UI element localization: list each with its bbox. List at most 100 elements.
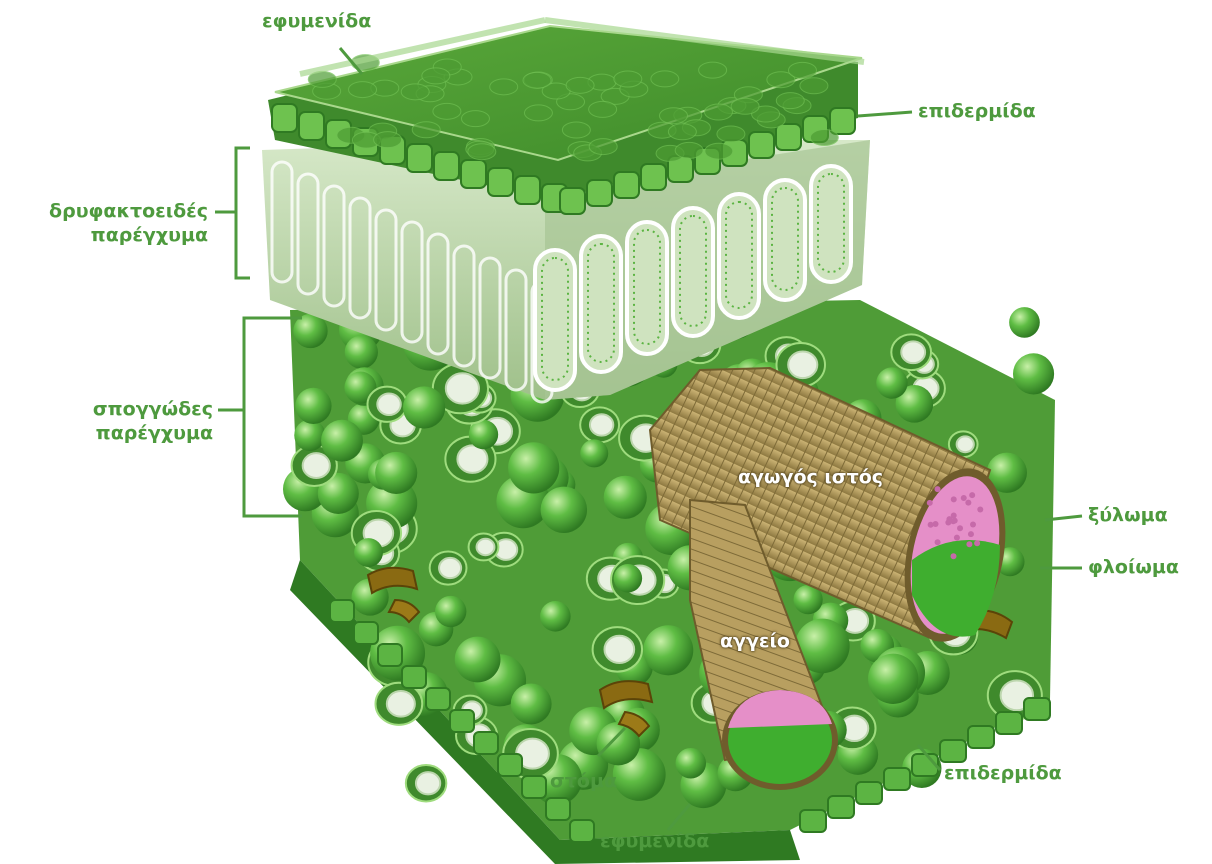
label-spongy: σπογγώδες παρέγχυμα [8, 398, 213, 446]
cuticle-bump [675, 142, 703, 158]
cuticle-bump [468, 144, 496, 160]
xylem-cell [927, 500, 933, 506]
epidermis-cell [330, 600, 354, 622]
epidermis-cell [856, 782, 882, 804]
spongy-cell [1009, 307, 1040, 338]
spongy-cell [508, 442, 559, 493]
epidermis-cell [515, 176, 540, 204]
spongy-cell [676, 748, 707, 779]
xylem-cell [928, 522, 934, 528]
spongy-cell-interior [901, 341, 925, 363]
palisade-cell [811, 166, 851, 282]
label-cuticle-top: εφυμενίδα [262, 10, 371, 34]
spongy-cell [541, 487, 587, 533]
epidermis-cell [828, 796, 854, 818]
cuticle-bump [614, 71, 642, 87]
cuticle-bump [705, 143, 733, 159]
epidermis-cell [434, 152, 459, 180]
label-cuticle-bottom: εφυμενίδα [600, 830, 709, 854]
cuticle-bump [412, 122, 440, 138]
epidermis-cell [450, 710, 474, 732]
xylem-cell [966, 541, 972, 547]
label-spongy-line1: σπογγώδες [8, 398, 213, 422]
epidermis-cell [402, 666, 426, 688]
spongy-cell [435, 596, 466, 627]
spongy-cell-interior [446, 373, 479, 403]
spongy-cell [455, 637, 501, 683]
cuticle-bump [461, 111, 489, 127]
cuticle-bump [433, 103, 461, 119]
epidermis-cell [474, 732, 498, 754]
spongy-cell [876, 367, 907, 398]
epidermis-cell [461, 160, 486, 188]
spongy-cell-interior [788, 351, 817, 378]
spongy-cell [643, 625, 693, 675]
epidermis-cell [426, 688, 450, 710]
epidermis-cell [614, 172, 639, 198]
label-epidermis-bottom: επιδερμίδα [944, 762, 1062, 786]
cuticle-bump [810, 130, 838, 146]
spongy-cell-interior [303, 453, 330, 478]
spongy-cell-interior [477, 539, 495, 555]
label-epidermis-top: επιδερμίδα [918, 100, 1036, 124]
epidermis-cell [407, 144, 432, 172]
cuticle-bump [523, 72, 551, 88]
spongy-cell [321, 420, 363, 462]
spongy-cell [375, 452, 417, 494]
cuticle-bump [566, 77, 594, 93]
spongy-cell [403, 386, 445, 428]
label-spongy-line2: παρέγχυμα [8, 422, 213, 446]
epidermis-cell [749, 132, 774, 158]
spongy-cell-interior [377, 393, 400, 415]
cuticle-bump [589, 101, 617, 117]
cuticle-bump [524, 105, 552, 121]
spongy-cell [540, 601, 571, 632]
cuticle-bump [699, 62, 727, 78]
spongy-cell-interior [957, 436, 974, 452]
palisade-cell [627, 222, 667, 354]
cuticle-bump [422, 68, 450, 84]
epidermis-cell [299, 112, 324, 140]
epidermis-cell [641, 164, 666, 190]
xylem-cell [968, 531, 974, 537]
spongy-cell [295, 388, 331, 424]
spongy-cell [614, 564, 642, 592]
epidermis-cell [354, 622, 378, 644]
epidermis-cell [522, 776, 546, 798]
cuticle-bump [349, 82, 377, 98]
xylem-cell [954, 535, 960, 541]
spongy-cell-interior [416, 772, 440, 794]
spongy-cell [294, 420, 325, 451]
epidermis-cell [830, 108, 855, 134]
palisade-cell [673, 208, 713, 336]
spongy-cell [354, 538, 383, 567]
spongy-cell [345, 336, 378, 369]
spongy-cell [604, 476, 647, 519]
xylem-cell [951, 553, 957, 559]
xylem-cell [961, 495, 967, 501]
epidermis-cell [498, 754, 522, 776]
cuticle-bump [589, 139, 617, 155]
label-vessel: αγγείο [720, 630, 790, 654]
cuticle-bump [659, 108, 687, 124]
xylem-cell [951, 496, 957, 502]
xylem-cell [977, 506, 983, 512]
epidermis-cell [968, 726, 994, 748]
label-stoma: στόμα [550, 770, 617, 794]
spongy-cell-interior [387, 691, 415, 717]
epidermis-cell [776, 124, 801, 150]
cuticle-bump [731, 98, 759, 114]
xylem-cell [957, 525, 963, 531]
epidermis-cell [488, 168, 513, 196]
label-xylem: ξύλωμα [1088, 504, 1168, 528]
cuticle-bump [374, 132, 402, 148]
epidermis-cell [1024, 698, 1050, 720]
cuticle-bump [490, 79, 518, 95]
spongy-cell [868, 654, 918, 704]
cuticle-bump [651, 71, 679, 87]
cuticle-bump [788, 62, 816, 78]
cuticle-bump [717, 126, 745, 142]
label-vascular-tissue: αγωγός ιστός [738, 466, 883, 490]
xylem-cell [970, 521, 976, 527]
